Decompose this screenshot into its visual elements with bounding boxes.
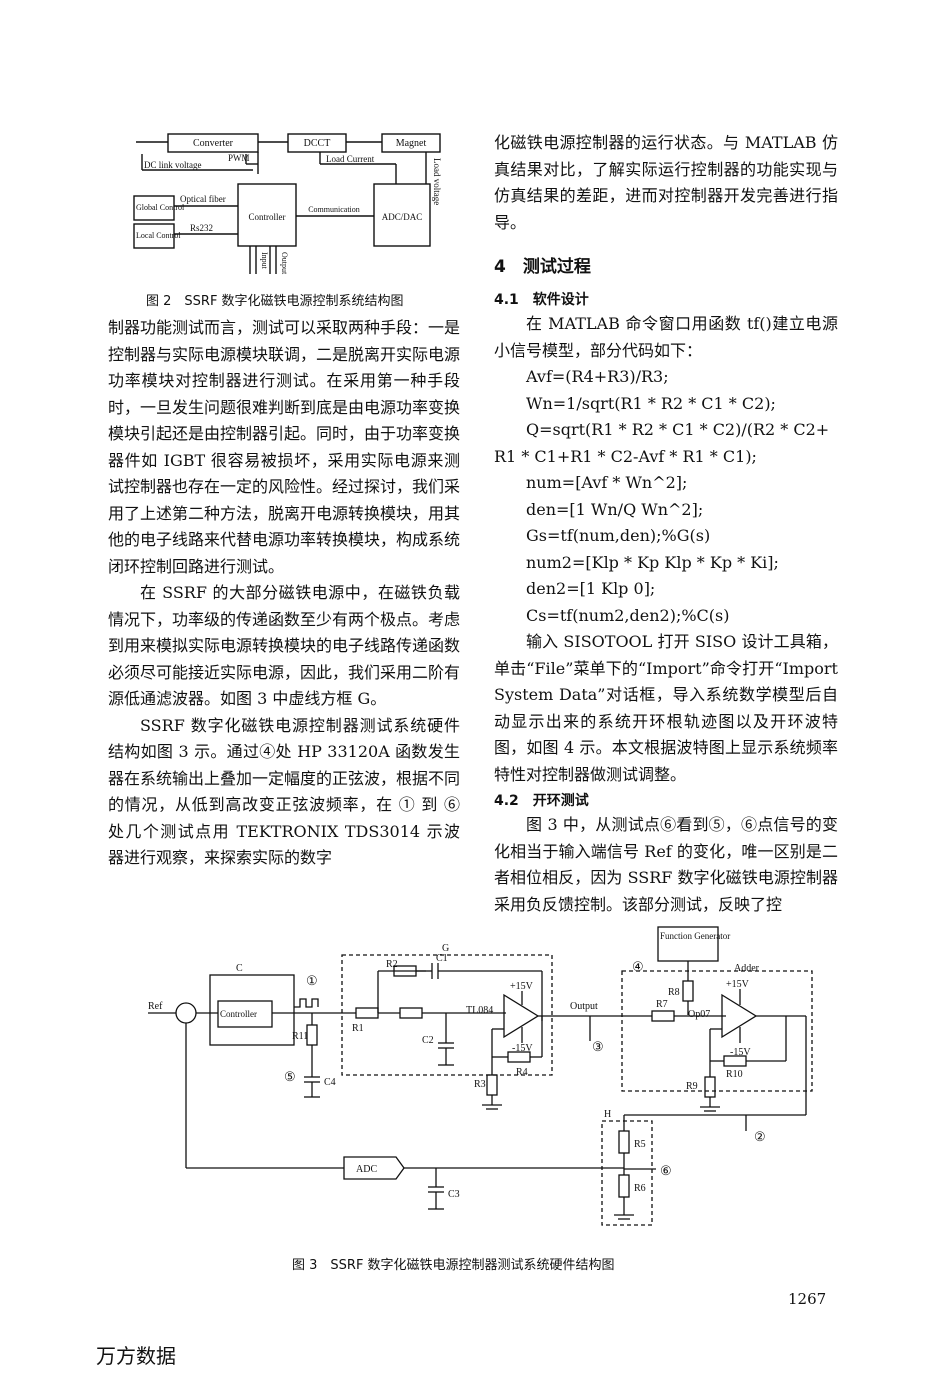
fig3-r7-label: R7 <box>656 999 668 1010</box>
figure-3-caption: 图 3 SSRF 数字化磁铁电源控制器测试系统硬件结构图 <box>292 1258 615 1273</box>
right-column: 化磁铁电源控制器的运行状态。与 MATLAB 仿真结果对比，了解实际运行控制器的… <box>494 130 838 918</box>
fig3-tp2: ② <box>754 1129 766 1144</box>
fig2-dclink-label: DC link voltage <box>144 160 202 170</box>
code-line: Gs=tf(num,den);%G(s) <box>526 526 711 545</box>
fig3-ref-label: Ref <box>148 1001 163 1012</box>
fig2-adcdac-label: ADC/DAC <box>382 212 423 222</box>
fig3-adc-label: ADC <box>356 1164 377 1175</box>
fig3-g-label: G <box>442 943 449 954</box>
fig3-c4-label: C4 <box>324 1077 336 1088</box>
section-4-1-heading: 4.1 软件设计 <box>494 292 589 308</box>
fig2-loadvoltage-label: Load voltage <box>432 158 442 205</box>
fig3-r11-label: R11 <box>292 1031 308 1042</box>
fig3-fg-label: Function Generator <box>660 931 730 941</box>
fig3-r4-label: R4 <box>516 1067 528 1078</box>
left-paragraph-1: 制器功能测试而言，测试可以采取两种手段：一是控制器与实际电源模块联调，二是脱离开… <box>108 318 461 576</box>
fig3-c3-label: C3 <box>448 1189 460 1200</box>
fig3-plus15-b: +15V <box>726 979 750 990</box>
fig3-c2-label: C2 <box>422 1035 434 1046</box>
fig2-converter-label: Converter <box>193 138 234 149</box>
code-line: den2=[1 Klp 0]; <box>526 579 656 598</box>
fig3-r1-label: R1 <box>352 1023 364 1034</box>
fig3-op07-label: Op07 <box>688 1009 710 1020</box>
code-line: R1 * C1+R1 * C2-Avf * R1 * C1); <box>494 446 757 466</box>
fig3-r6-label: R6 <box>634 1183 646 1194</box>
fig3-plus15-a: +15V <box>510 981 534 992</box>
fig3-r5-label: R5 <box>634 1139 646 1150</box>
figure-2: Converter DCCT Magnet PWM DC link voltag… <box>128 128 448 278</box>
fig3-r8-label: R8 <box>668 987 680 998</box>
fig3-controller-label: Controller <box>220 1009 257 1019</box>
fig3-r3-label: R3 <box>474 1079 486 1090</box>
fig2-controller-label: Controller <box>249 212 286 222</box>
fig3-tp5: ⑤ <box>284 1069 296 1084</box>
section-4-1-paragraph-2: 输入 SISOTOOL 打开 SISO 设计工具箱，单击“File”菜单下的“I… <box>494 632 838 784</box>
fig3-minus15-b: -15V <box>730 1047 751 1058</box>
fig2-dcct-label: DCCT <box>304 138 331 149</box>
fig3-h-label: H <box>604 1109 611 1120</box>
fig2-rs232-label: Rs232 <box>190 223 213 233</box>
page-number: 1267 <box>788 1290 827 1308</box>
fig2-output-label: Output <box>280 252 289 275</box>
fig2-magnet-label: Magnet <box>396 138 427 149</box>
fig3-r10-label: R10 <box>726 1069 743 1080</box>
code-line: num=[Avf * Wn^2]; <box>526 473 688 492</box>
fig3-tl084-label: TL084 <box>466 1005 493 1016</box>
watermark-text: 万方数据 <box>96 1344 176 1368</box>
fig2-input-label: Input <box>260 252 269 270</box>
fig3-tp4: ④ <box>632 959 644 974</box>
fig3-output-label: Output <box>570 1001 598 1012</box>
fig3-tp6: ⑥ <box>660 1163 672 1178</box>
figure-3-circuit: Function Generator Adder G C H Ref Contr… <box>148 926 813 1226</box>
fig3-r9-label: R9 <box>686 1081 698 1092</box>
right-paragraph-0: 化磁铁电源控制器的运行状态。与 MATLAB 仿真结果对比，了解实际运行控制器的… <box>494 133 838 232</box>
fig2-loadcurrent-label: Load Current <box>326 154 375 164</box>
section-4-2-heading: 4.2 开环测试 <box>494 793 589 809</box>
code-line: Cs=tf(num2,den2);%C(s) <box>526 605 730 625</box>
code-line: Wn=1/sqrt(R1 * R2 * C1 * C2); <box>526 393 776 413</box>
fig3-c1-label: C1 <box>436 953 448 964</box>
fig3-tp3: ③ <box>592 1039 604 1054</box>
section-4-1-paragraph: 在 MATLAB 命令窗口用函数 tf()建立电源小信号模型，部分代码如下： <box>494 314 838 360</box>
left-column: 制器功能测试而言，测试可以采取两种手段：一是控制器与实际电源模块联调，二是脱离开… <box>108 315 460 872</box>
fig3-c-label: C <box>236 963 243 974</box>
fig2-global-label: Global Control <box>136 203 185 212</box>
fig3-minus15-a: -15V <box>512 1043 533 1054</box>
code-line: Avf=(R4+R3)/R3; <box>526 367 669 386</box>
section-4-2-paragraph: 图 3 中，从测试点⑥看到⑤，⑥点信号的变化相当于输入端信号 Ref 的变化，唯… <box>494 815 838 914</box>
fig2-opticalfiber-label: Optical fiber <box>180 194 226 204</box>
code-line: den=[1 Wn/Q Wn^2]; <box>526 499 704 519</box>
fig2-local-label: Local Control <box>136 231 181 240</box>
fig3-r2-label: R2 <box>386 959 398 970</box>
figure-3: Function Generator Adder G C H Ref Contr… <box>146 925 836 1235</box>
left-paragraph-3: SSRF 数字化磁铁电源控制器测试系统硬件结构如图 3 示。通过④处 HP 33… <box>108 715 461 868</box>
figure-2-diagram: Converter DCCT Magnet PWM DC link voltag… <box>133 133 442 275</box>
section-4-heading: 4 测试过程 <box>494 257 591 277</box>
left-paragraph-2: 在 SSRF 的大部分磁铁电源中，在磁铁负载情况下，功率级的传递函数至少有两个极… <box>108 583 461 708</box>
fig2-pwm-label: PWM <box>228 153 250 163</box>
code-line: Q=sqrt(R1 * R2 * C1 * C2)/(R2 * C2+ <box>526 420 830 439</box>
code-line: num2=[Klp * Kp Klp * Kp * Ki]; <box>526 552 779 572</box>
code-block: Avf=(R4+R3)/R3; Wn=1/sqrt(R1 * R2 * C1 *… <box>494 364 838 629</box>
fig3-adder-label: Adder <box>734 963 760 974</box>
fig2-communication-label: Communication <box>308 205 360 214</box>
fig3-tp1: ① <box>306 973 318 988</box>
figure-2-caption: 图 2 SSRF 数字化磁铁电源控制系统结构图 <box>146 294 404 309</box>
